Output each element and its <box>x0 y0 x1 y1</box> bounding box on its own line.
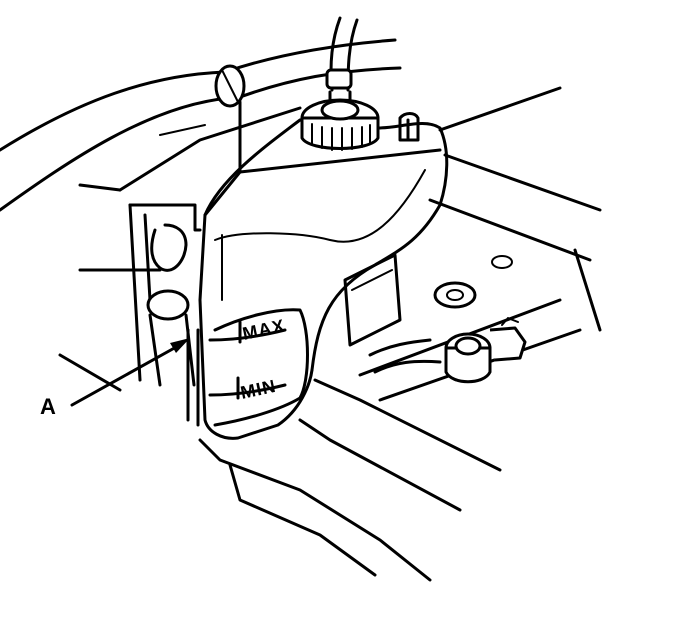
min-mark: MIN <box>239 376 278 403</box>
level-marks: MAX MIN <box>208 315 287 403</box>
reservoir-vent-hose <box>325 16 359 110</box>
max-mark: MAX <box>241 315 287 344</box>
mounting-bracket <box>128 203 202 387</box>
battery-terminal <box>368 317 527 384</box>
body-panel <box>78 100 302 192</box>
hose-clamp <box>214 64 246 108</box>
reservoir-cap <box>300 98 380 151</box>
lower-panel <box>58 268 502 582</box>
upper-hose <box>0 38 402 212</box>
callout-a: A <box>40 338 190 419</box>
callout-label: A <box>40 394 56 419</box>
coolant-reservoir <box>186 112 449 440</box>
